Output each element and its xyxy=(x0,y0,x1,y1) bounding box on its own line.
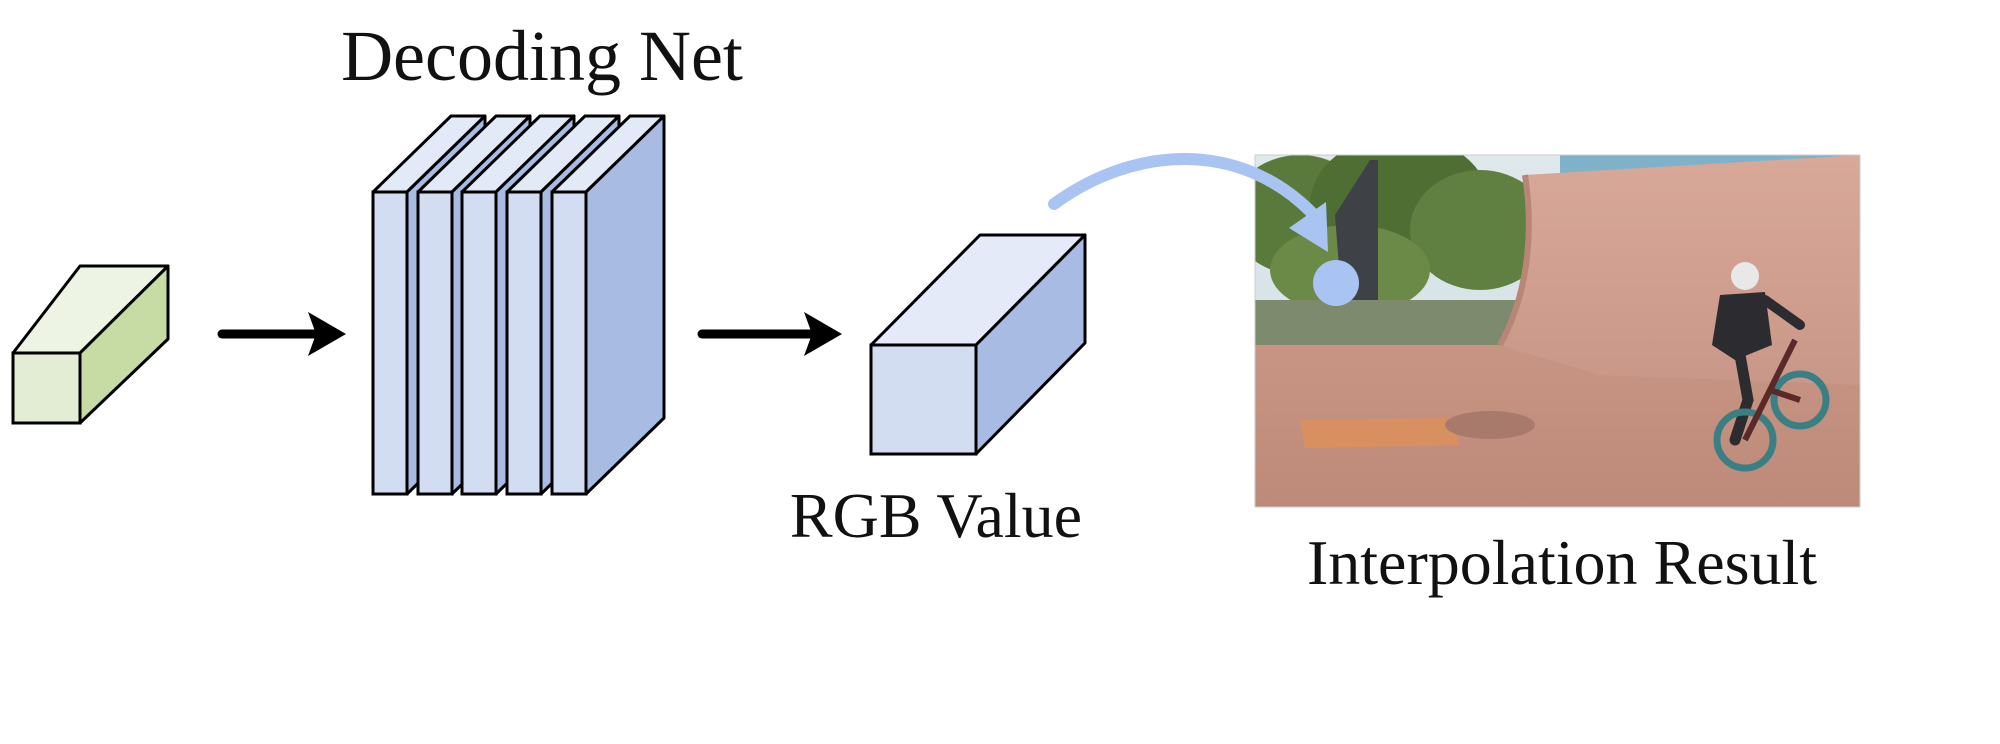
sample-point-icon xyxy=(1313,260,1359,306)
arrow-right-icon xyxy=(697,312,842,356)
rgb-value-cuboid xyxy=(869,233,1087,456)
interpolation-result-image xyxy=(1255,155,1860,507)
decoding-net-label: Decoding Net xyxy=(341,16,743,96)
feature-front-face xyxy=(11,351,82,425)
rgb-value-label: RGB Value xyxy=(790,480,1082,551)
decoding-net-layers xyxy=(371,114,666,496)
rgb-front-face xyxy=(869,343,978,456)
interpolation-result-label: Interpolation Result xyxy=(1307,527,1817,598)
result-image-frame xyxy=(1254,154,1861,508)
arrow-right-icon xyxy=(217,312,346,356)
feature-vector-cuboid xyxy=(11,264,170,425)
curved-arrow-icon xyxy=(1048,153,1328,252)
decoding-layer-front xyxy=(550,114,666,496)
